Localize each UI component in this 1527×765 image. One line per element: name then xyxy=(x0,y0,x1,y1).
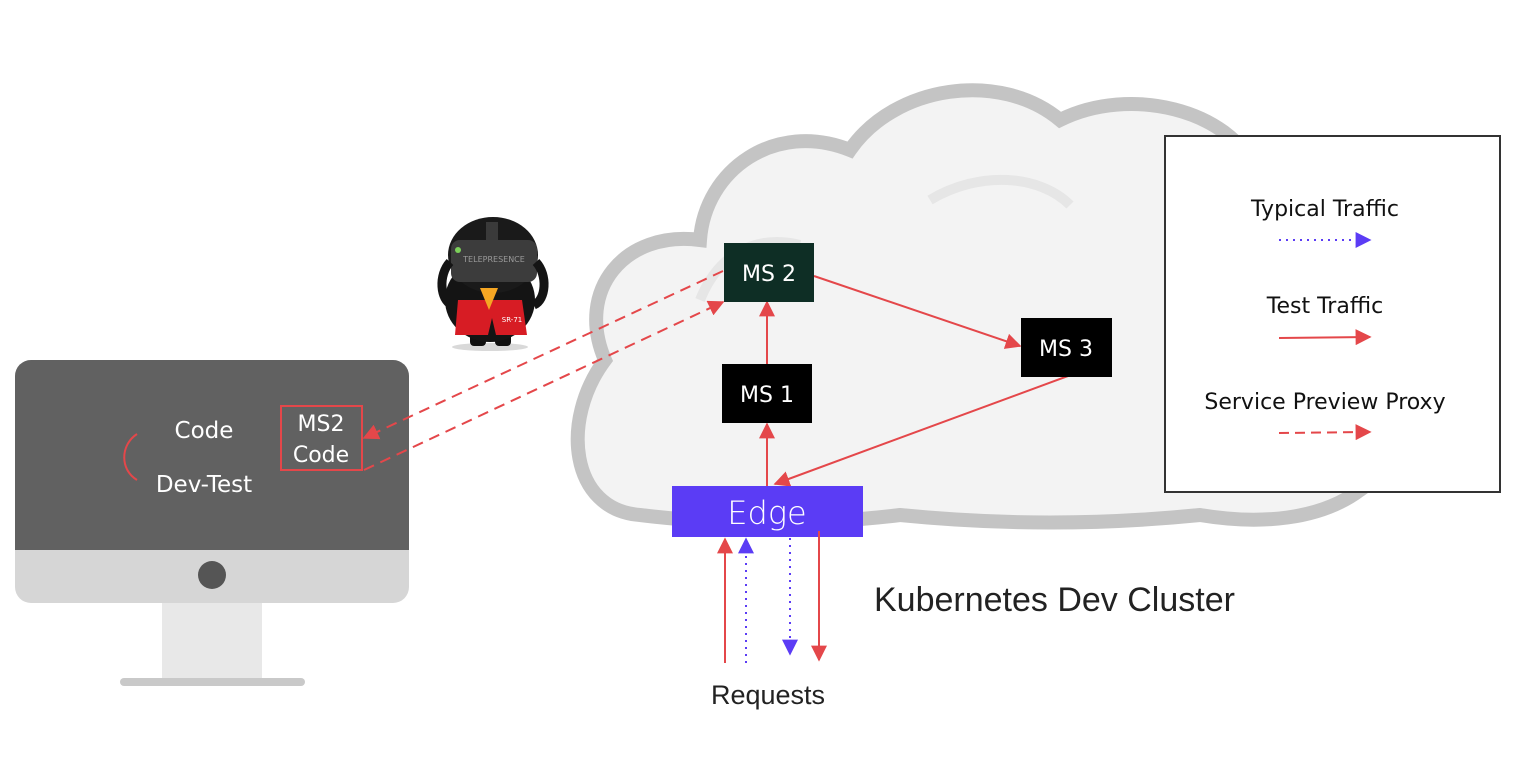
ms1-box[interactable] xyxy=(722,364,812,423)
mascot-visor-text: TELEPRESENCE xyxy=(462,255,525,264)
ms3-label: MS 3 xyxy=(1039,337,1093,362)
ms2-box[interactable] xyxy=(724,243,814,302)
local-code-label: Code xyxy=(293,443,349,468)
local-ms2-label: MS2 xyxy=(298,412,345,437)
legend-test-label: Test Traffic xyxy=(1266,294,1383,319)
mascot-badge-text: SR-71 xyxy=(502,316,522,324)
requests-label: Requests xyxy=(711,680,825,710)
ms1-label: MS 1 xyxy=(740,383,794,408)
edge-box[interactable] xyxy=(672,486,863,537)
developer-workstation: Code Dev-Test MS2 Code xyxy=(15,360,409,686)
headset-light-icon xyxy=(455,247,461,253)
mascot-right-arm xyxy=(531,258,549,310)
service-ms2[interactable]: MS 2 xyxy=(724,243,814,302)
cluster-label: Kubernetes Dev Cluster xyxy=(874,581,1235,619)
vr-headset-icon xyxy=(451,240,537,282)
service-ms1[interactable]: MS 1 xyxy=(722,364,812,423)
edge-label: Edge xyxy=(727,494,806,532)
arrow-ms2-to-ms3 xyxy=(813,275,1022,349)
proxy-arrow-ms2-to-local xyxy=(362,270,724,440)
legend-test-arrow xyxy=(1278,329,1372,346)
code-label: Code xyxy=(175,418,234,444)
bracket-icon xyxy=(123,433,138,481)
edge-gateway[interactable]: Edge xyxy=(672,486,863,537)
monitor-stand xyxy=(162,600,262,678)
legend-proxy-label: Service Preview Proxy xyxy=(1204,390,1445,415)
vr-headset-strap xyxy=(486,222,498,242)
arrow-ms3-to-edge xyxy=(773,375,1069,487)
telepresence-mascot: SR-71 TELEPRESENCE xyxy=(437,217,549,351)
monitor-power-button xyxy=(198,561,226,589)
monitor-base xyxy=(120,678,305,686)
mascot-shadow xyxy=(452,343,528,351)
mascot-left-arm xyxy=(437,258,455,310)
mascot-beak xyxy=(480,288,498,310)
ms3-box[interactable] xyxy=(1021,318,1112,377)
devtest-label: Dev-Test xyxy=(156,472,252,498)
proxy-arrow-local-to-ms2 xyxy=(363,300,725,471)
local-ms2-code-box[interactable] xyxy=(280,405,363,471)
service-ms3[interactable]: MS 3 xyxy=(1021,318,1112,377)
legend-typical-label: Typical Traffic xyxy=(1250,197,1399,222)
ms2-label: MS 2 xyxy=(742,262,796,287)
monitor-screen xyxy=(15,360,409,550)
mascot-shorts xyxy=(455,300,527,335)
legend: Typical Traffic Test Traffic Service Pre… xyxy=(1164,135,1501,493)
